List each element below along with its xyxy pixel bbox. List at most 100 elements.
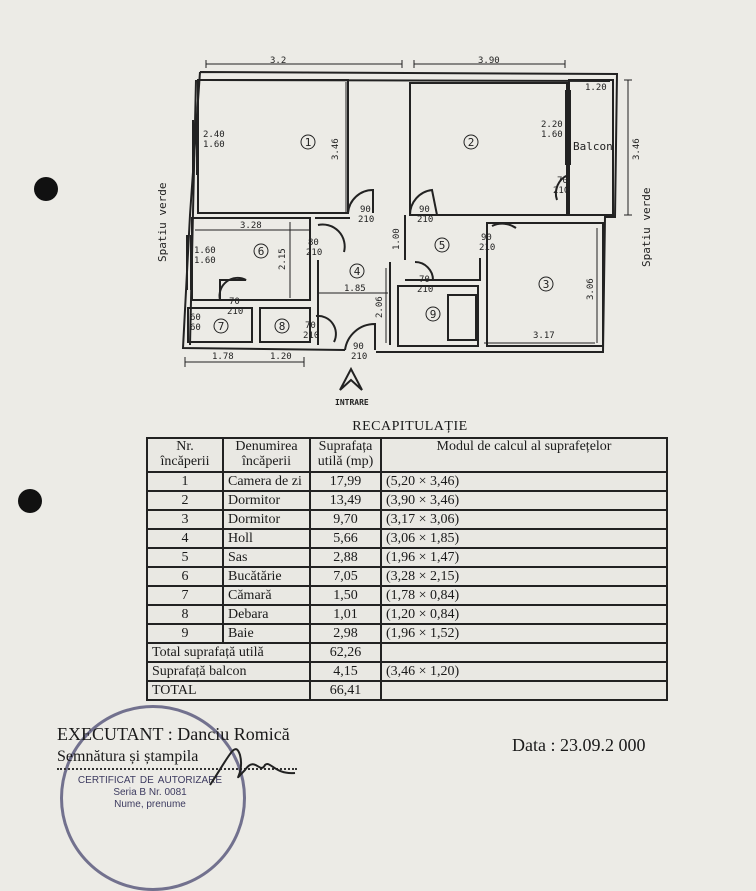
dim-label: 3.46 <box>632 138 642 160</box>
room-marker-9: 9 <box>425 306 441 322</box>
room-3-outline <box>486 222 604 347</box>
cell-nr: 5 <box>146 547 224 568</box>
window <box>186 235 192 290</box>
punch-hole <box>18 489 42 513</box>
recap-table: Nr. încăperii Denumirea încăperii Supraf… <box>146 437 668 701</box>
cell-calc: (3,90 × 3,46) <box>380 490 668 511</box>
signature-label: Semnătura și ștampila <box>57 748 199 765</box>
cell-name: Holl <box>222 528 311 549</box>
door-label: 90 <box>481 233 492 243</box>
cell-nr: 3 <box>146 509 224 530</box>
room-marker-1: 1 <box>300 134 316 150</box>
executant-label: EXECUTANT : Danciu Romică <box>57 724 290 744</box>
window-label: 60 <box>190 323 201 333</box>
cell-area: 17,99 <box>309 471 382 492</box>
cell-name: Dormitor <box>222 490 311 511</box>
cell-nr: 2 <box>146 490 224 511</box>
cell-calc: (3,17 × 3,06) <box>380 509 668 530</box>
cell-calc: (3,28 × 2,15) <box>380 566 668 587</box>
door-swing <box>315 314 337 343</box>
cell-calc: (5,20 × 3,46) <box>380 471 668 492</box>
room-8-outline <box>259 307 311 343</box>
cell-name: Cămară <box>222 585 311 606</box>
dim-label: 1.00 <box>392 228 402 250</box>
svg-text:1: 1 <box>305 136 312 149</box>
cell-name: Baie <box>222 623 311 644</box>
window-label: 1.60 <box>541 130 563 140</box>
svg-text:6: 6 <box>258 245 265 258</box>
balcony-row: Suprafață balcon 4,15 (3,46 × 1,20) <box>146 661 668 682</box>
cell-nr: 6 <box>146 566 224 587</box>
hall-outline <box>315 217 391 345</box>
room-marker-4: 4 <box>349 263 365 279</box>
cell-name: Camera de zi <box>222 471 311 492</box>
door-swing <box>408 188 438 216</box>
header-calc: Modul de calcul al suprafețelor <box>380 437 668 473</box>
cell-area: 5,66 <box>309 528 382 549</box>
dim-label: 2.06 <box>375 296 385 318</box>
dim-label: 3.46 <box>331 138 341 160</box>
svg-text:7: 7 <box>218 320 225 333</box>
balcony-label: Balcon <box>573 140 613 153</box>
door-label: 210 <box>479 243 495 253</box>
door-swing <box>317 223 346 253</box>
sas-outline <box>404 215 481 281</box>
door-label: 210 <box>417 285 433 295</box>
cell-area: 13,49 <box>309 490 382 511</box>
window-label: 1.60 <box>203 140 225 150</box>
total-row: TOTAL 66,41 <box>146 680 668 701</box>
document-date: Data : 23.09.2 000 <box>512 735 646 755</box>
door-label: 70 <box>419 275 430 285</box>
room-marker-6: 6 <box>253 243 269 259</box>
cell-calc: (3,06 × 1,85) <box>380 528 668 549</box>
door-label: 70 <box>229 297 240 307</box>
door-label: 80 <box>308 238 319 248</box>
room-marker-3: 3 <box>538 276 554 292</box>
cell-name: Dormitor <box>222 509 311 530</box>
cell-area: 7,05 <box>309 566 382 587</box>
cell-area: 2,88 <box>309 547 382 568</box>
door-label: 210 <box>227 307 243 317</box>
cell-nr: 4 <box>146 528 224 549</box>
dim-label: 3.2 <box>270 56 286 66</box>
door-label: 210 <box>417 215 433 225</box>
entry-door-swing <box>344 322 376 351</box>
cell-area: 1,01 <box>309 604 382 625</box>
room-marker-8: 8 <box>274 318 290 334</box>
header-name: Denumirea încăperii <box>222 437 311 473</box>
floor-plan: 3.2 3.90 1.20 3.46 3.46 3.28 2.15 1.85 2… <box>156 56 653 407</box>
dim-label: 1.85 <box>344 284 366 294</box>
window-label: 2.20 <box>541 120 563 130</box>
cell-calc: (1,96 × 1,47) <box>380 547 668 568</box>
cell-area: 9,70 <box>309 509 382 530</box>
window <box>565 90 571 165</box>
room-9-outline <box>397 285 479 347</box>
room-marker-2: 2 <box>463 134 479 150</box>
cell-name: Bucătărie <box>222 566 311 587</box>
door-swing <box>347 188 374 214</box>
door-label: 70 <box>557 176 568 186</box>
table-title: RECAPITULAȚIE <box>352 419 468 434</box>
svg-text:3: 3 <box>543 278 550 291</box>
bathtub <box>447 294 477 341</box>
total-util-row: Total suprafață utilă 62,26 <box>146 642 668 663</box>
door-label: 210 <box>553 186 569 196</box>
entrance-arrow-icon <box>339 366 363 391</box>
signature-line <box>57 768 297 770</box>
cell-name: Debara <box>222 604 311 625</box>
dim-label: 3.17 <box>533 331 555 341</box>
window <box>192 120 198 175</box>
cell-nr: 8 <box>146 604 224 625</box>
cell-area: 2,98 <box>309 623 382 644</box>
window-label: 1.60 <box>194 246 216 256</box>
dim-label: 1.78 <box>212 352 234 362</box>
green-space-left-label: Spatiu verde <box>156 183 169 262</box>
cell-nr: 9 <box>146 623 224 644</box>
